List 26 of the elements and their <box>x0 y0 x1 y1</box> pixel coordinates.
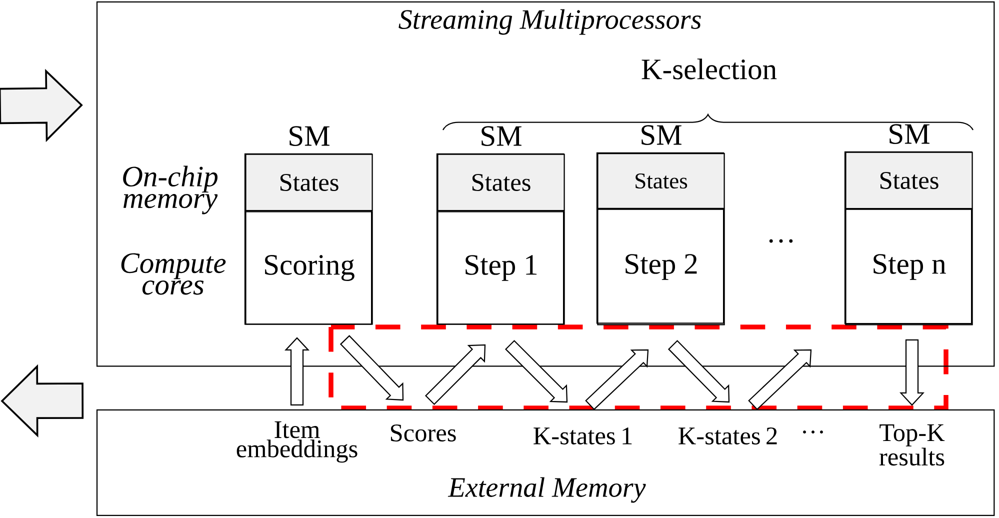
side-label: Compute cores <box>121 253 226 295</box>
states-cell: States <box>437 154 565 212</box>
compute-cell: Step n <box>845 208 973 326</box>
node-label: SM <box>642 125 682 145</box>
side-label: On-chip memory <box>123 166 218 214</box>
compute-cell: Scoring <box>245 211 373 325</box>
data-label: K-states 2 <box>678 427 777 444</box>
block-arrow <box>0 68 83 142</box>
node-label: SM <box>290 126 330 146</box>
node-label: SM <box>890 124 930 144</box>
brace-label: K-selection <box>642 58 777 80</box>
ellipsis: … <box>803 430 823 434</box>
compute-cell: Step 1 <box>437 211 565 325</box>
ellipsis: … <box>769 239 793 243</box>
states-cell: States <box>245 154 373 212</box>
compute-cell: Step 2 <box>597 208 725 326</box>
states-cell: States <box>845 152 973 210</box>
data-label: Item embeddings <box>236 421 358 463</box>
block-arrow <box>0 364 84 438</box>
data-label: Top-K results <box>879 424 945 466</box>
states-cell: States <box>597 153 725 209</box>
data-label: Scores <box>390 424 456 442</box>
block-arrow <box>284 337 310 406</box>
node-label: SM <box>482 126 522 146</box>
block-arrow <box>900 339 924 406</box>
data-label: K-states 1 <box>534 428 632 444</box>
